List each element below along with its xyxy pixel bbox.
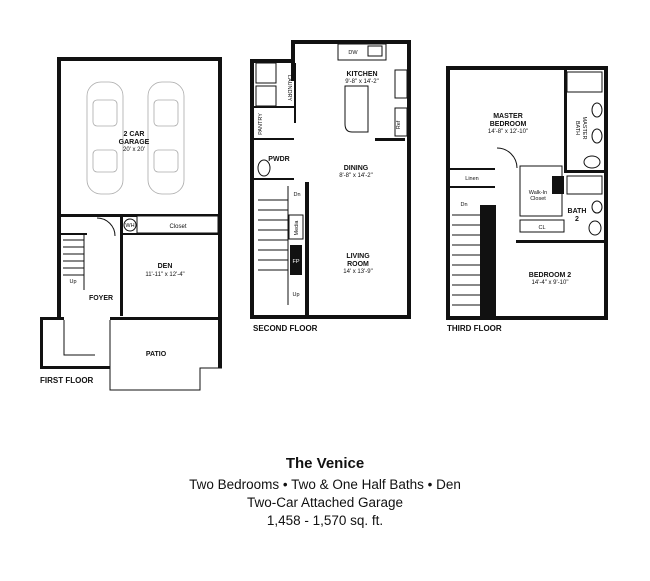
- den-dim: 11'-11" x 12'-4": [145, 272, 184, 278]
- closet-label: Closet: [169, 224, 186, 230]
- walkin-label-1: Walk-In: [529, 190, 547, 196]
- tub-icon: [566, 175, 603, 195]
- kitchen-name: KITCHEN: [346, 71, 377, 78]
- living-name-2: ROOM: [347, 261, 369, 268]
- garage-name-1: 2 CAR: [123, 131, 144, 138]
- pantry-label: PANTRY: [258, 113, 264, 135]
- sink-icon: [591, 102, 603, 118]
- den-name: DEN: [158, 263, 173, 270]
- bath2-label-2: 2: [575, 216, 579, 223]
- sink-icon: [591, 128, 603, 144]
- ref-label: Ref: [396, 120, 402, 129]
- toilet-icon: [588, 220, 602, 236]
- second-floor-stair: [258, 182, 309, 318]
- third-floor-label: THIRD FLOOR: [447, 324, 502, 333]
- fireplace-icon: [290, 245, 302, 275]
- living-dim: 14' x 13'-9": [343, 269, 372, 275]
- kitchen-island: [344, 85, 369, 133]
- third-floor-stair: [452, 205, 496, 317]
- living-name-1: LIVING: [346, 253, 370, 260]
- patio-label: PATIO: [146, 351, 167, 358]
- media-label: Media: [294, 220, 300, 236]
- wh-label: WH: [125, 223, 134, 229]
- toilet-icon: [257, 159, 271, 177]
- bedroom2-dim: 14'-4" x 9'-10": [532, 280, 569, 286]
- dining-dim: 8'-8" x 14'-2": [339, 173, 373, 179]
- plan-features: Two Bedrooms • Two & One Half Baths • De…: [189, 477, 461, 492]
- second-floor-label: SECOND FLOOR: [253, 324, 318, 333]
- master-bedroom-name-1: MASTER: [493, 113, 523, 120]
- bedroom2-name: BEDROOM 2: [529, 272, 572, 279]
- dining-name: DINING: [344, 165, 369, 172]
- car-left-icon: [86, 81, 124, 195]
- cl-label: CL: [538, 225, 545, 231]
- sink-icon: [591, 200, 603, 214]
- master-bedroom-name-2: BEDROOM: [490, 121, 527, 128]
- car-right-icon: [147, 81, 185, 195]
- sink-icon: [367, 45, 383, 57]
- first-floor-plan: 2 CAR GARAGE 20' x 20' Closet WH DEN 11'…: [40, 57, 222, 391]
- washer-icon: [255, 62, 277, 84]
- foyer-label: FOYER: [89, 295, 113, 302]
- master-bedroom-dim: 14'-8" x 12'-10": [488, 129, 528, 135]
- first-floor-stair: [63, 235, 85, 290]
- linen-label: Linen: [465, 176, 478, 182]
- bath2-label-1: BATH: [568, 208, 587, 215]
- dw-label: DW: [348, 50, 358, 56]
- second-stair-dn: Dn: [293, 192, 300, 198]
- first-floor-label: FIRST FLOOR: [40, 376, 94, 385]
- door-swing: [496, 147, 518, 169]
- pwdr-label: PWDR: [268, 156, 289, 163]
- third-stair-dn: Dn: [460, 202, 467, 208]
- water-heater-icon: [123, 218, 137, 232]
- second-stair-up: Up: [292, 292, 299, 298]
- plan-sqft: 1,458 - 1,570 sq. ft.: [266, 513, 384, 528]
- first-stair-up: Up: [69, 279, 76, 285]
- door-swing: [96, 217, 116, 237]
- kitchen-dim: 9'-8" x 14'-2": [345, 79, 379, 85]
- toilet-icon: [583, 155, 601, 169]
- walkin-label-2: Closet: [530, 196, 546, 202]
- plan-title: The Venice: [285, 455, 365, 472]
- second-floor-plan: DW Ref KITCHEN 9'-8" x 14'-2" LAUNDRY PA…: [250, 40, 411, 333]
- tub-icon: [566, 71, 603, 93]
- garage-name-2: GARAGE: [119, 139, 150, 146]
- garage-dim: 20' x 20': [123, 147, 145, 153]
- range-icon: [394, 69, 408, 99]
- master-bath-label-2: BATH: [574, 121, 580, 135]
- dryer-icon: [255, 85, 277, 107]
- plan-garage: Two-Car Attached Garage: [246, 495, 404, 510]
- laundry-label: LAUNDRY: [286, 75, 292, 102]
- third-floor-plan: MASTER BATH MASTER BEDROOM 14'-8" x 12'-…: [446, 66, 608, 333]
- fp-label: FP: [292, 259, 299, 265]
- master-bath-label-1: MASTER: [581, 117, 587, 140]
